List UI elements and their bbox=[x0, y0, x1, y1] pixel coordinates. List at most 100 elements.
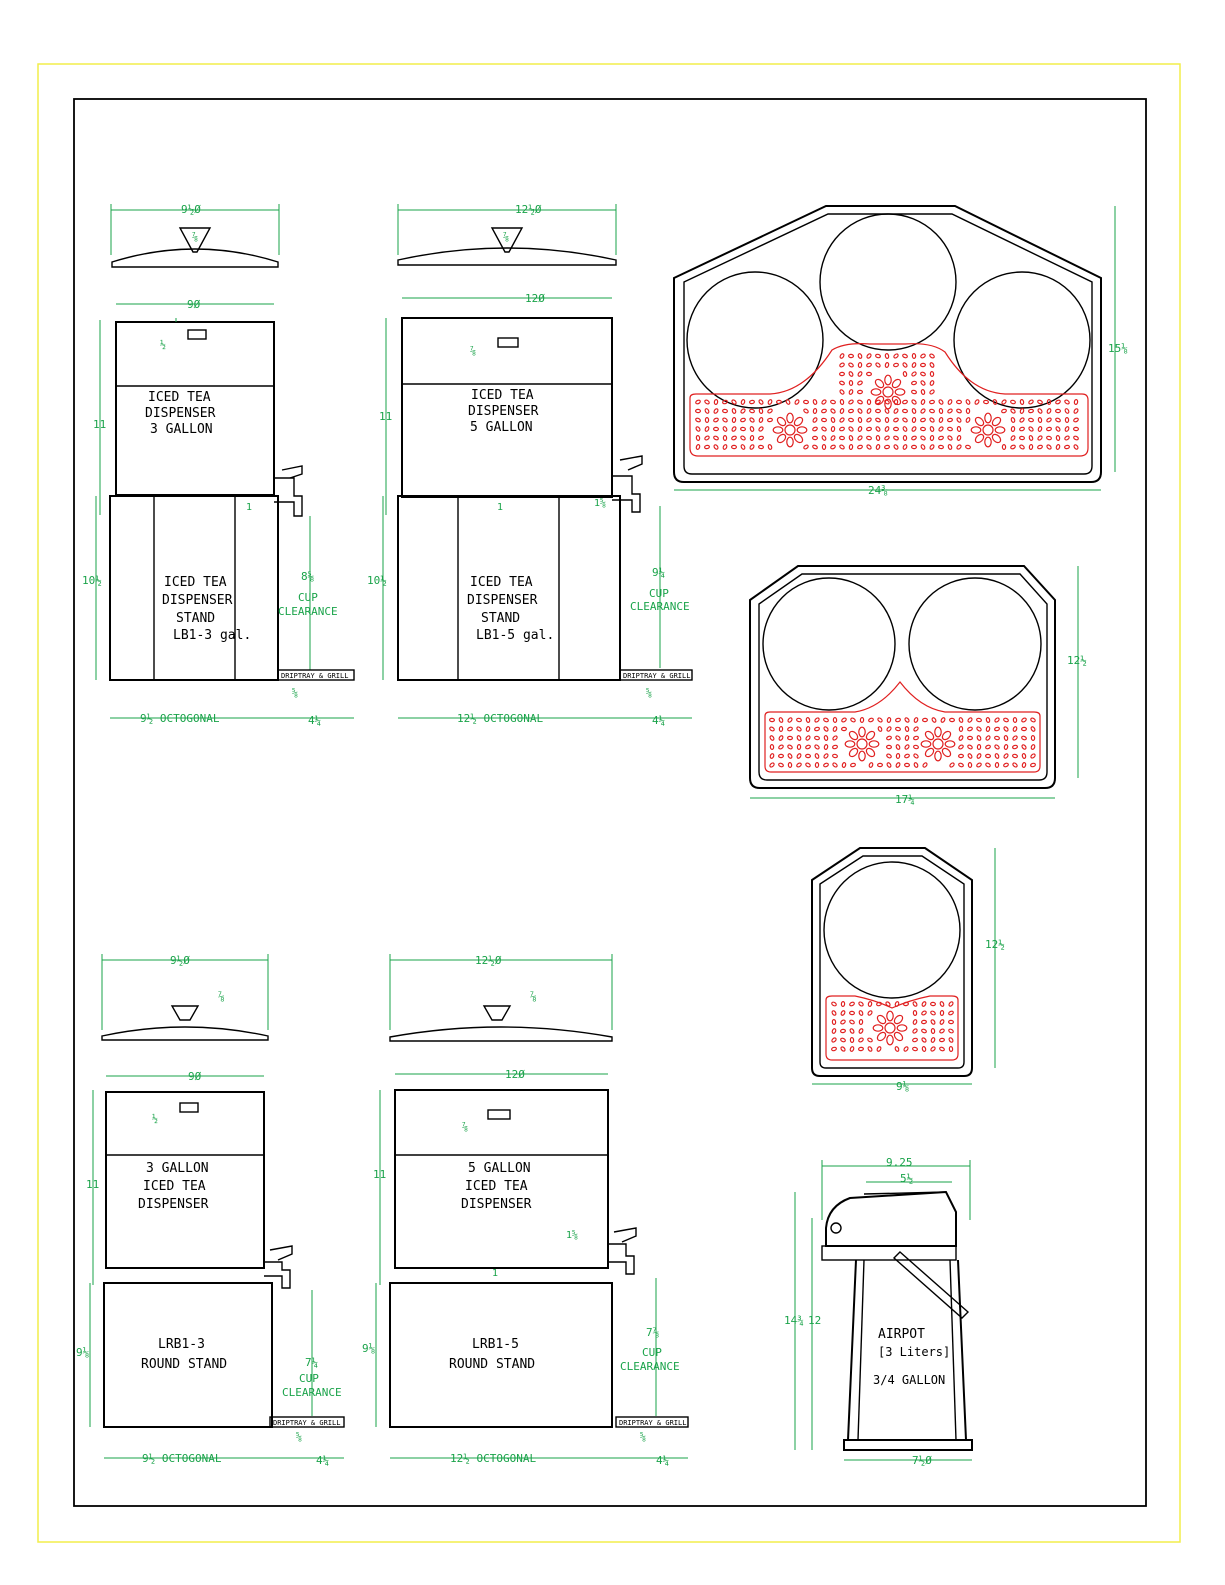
airpot-label-3: 3/4 GALLON bbox=[873, 1373, 945, 1387]
grill-hole bbox=[1046, 435, 1052, 441]
grill-hole bbox=[970, 426, 982, 434]
grill-hole bbox=[1012, 753, 1018, 759]
grill-hole bbox=[866, 362, 872, 368]
grill-hole bbox=[803, 444, 809, 450]
grill-hole bbox=[912, 1019, 918, 1025]
body-label-3: 5 GALLON bbox=[470, 420, 533, 435]
grill-hole bbox=[902, 426, 908, 432]
lid-knob-height: ⅞ bbox=[503, 231, 509, 243]
cup-clearance-value: 8⅝ bbox=[301, 570, 315, 583]
grill-hole bbox=[875, 426, 881, 432]
body-label-3: DISPENSER bbox=[138, 1197, 209, 1212]
grill-hole bbox=[749, 435, 755, 441]
body-label-1: ICED TEA bbox=[471, 388, 534, 403]
grill-hole bbox=[1028, 435, 1034, 441]
grill-hole bbox=[929, 435, 935, 441]
grill-hole bbox=[1037, 426, 1043, 432]
grill-hole bbox=[731, 444, 737, 450]
grill-hole bbox=[1037, 408, 1043, 414]
grill-hole bbox=[1055, 408, 1061, 414]
stand-label-1: LRB1-5 bbox=[472, 1337, 519, 1352]
airpot-label-1: AIRPOT bbox=[878, 1327, 925, 1342]
grill-hole bbox=[858, 726, 866, 738]
grill-hole bbox=[831, 1037, 837, 1043]
grill-hole bbox=[1010, 426, 1016, 432]
grill-hole bbox=[848, 730, 859, 741]
grill-hole bbox=[805, 744, 811, 750]
stand-height: 9⅛ bbox=[76, 1346, 90, 1359]
grill-hole bbox=[920, 740, 932, 748]
grill-hole bbox=[778, 753, 784, 759]
grill-hole bbox=[1064, 435, 1070, 441]
grill-hole bbox=[778, 717, 784, 723]
dispenser-height: 11 bbox=[373, 1168, 386, 1181]
grill-hole bbox=[832, 753, 838, 759]
grill-hole bbox=[832, 726, 838, 732]
dispenser-5gal-octagonal: 12½Ø ⅞ 12Ø ⅞ ICED TEA DISPENSER 5 GALLON… bbox=[367, 203, 693, 727]
grill-hole bbox=[1012, 762, 1018, 768]
driptray-height: ⅝ bbox=[296, 1431, 302, 1443]
grill-hole bbox=[976, 717, 982, 723]
grill-hole bbox=[731, 426, 737, 432]
grill-hole bbox=[848, 444, 854, 450]
grill-hole bbox=[1073, 399, 1079, 405]
grill-hole bbox=[866, 353, 872, 359]
grill-hole bbox=[913, 717, 919, 723]
grill-hole bbox=[985, 753, 991, 759]
grill-hole bbox=[704, 399, 710, 405]
tray2-width: 17¼ bbox=[895, 793, 915, 806]
grill-hole bbox=[956, 399, 962, 405]
tray3-width: 24⅜ bbox=[868, 484, 888, 497]
grill-hole bbox=[947, 435, 953, 441]
driptray-label: DRIPTRAY & GRILL bbox=[281, 672, 348, 680]
grill-hole bbox=[793, 433, 804, 444]
grill-hole bbox=[874, 395, 885, 406]
grill-hole bbox=[796, 726, 802, 732]
grill-hole bbox=[902, 435, 908, 441]
grill-hole bbox=[949, 762, 955, 768]
grill-hole bbox=[948, 1019, 954, 1025]
grill-hole bbox=[840, 1037, 846, 1043]
grill-hole bbox=[857, 353, 863, 359]
grill-hole bbox=[870, 388, 882, 396]
base-width: 9½ OCTOGONAL bbox=[142, 1452, 222, 1465]
grill-hole bbox=[939, 1046, 945, 1052]
grill-hole bbox=[911, 426, 917, 432]
grill-hole bbox=[875, 417, 881, 423]
grill-hole bbox=[965, 444, 971, 450]
grill-hole bbox=[958, 717, 964, 723]
grill-hole bbox=[769, 726, 775, 732]
grill-hole bbox=[874, 378, 885, 389]
grill-hole bbox=[1055, 399, 1061, 405]
airpot-label-2: [3 Liters] bbox=[878, 1345, 950, 1359]
spigot-offset: 1 bbox=[246, 502, 252, 513]
grill-hole bbox=[858, 1010, 864, 1016]
grill-rosette-center bbox=[882, 386, 894, 398]
grill-hole bbox=[704, 426, 710, 432]
grill-hole bbox=[805, 735, 811, 741]
grill-hole bbox=[832, 744, 838, 750]
grill-hole bbox=[912, 1046, 918, 1052]
grill-hole bbox=[958, 762, 964, 768]
grill-hole bbox=[844, 740, 856, 748]
grill-hole bbox=[965, 408, 971, 414]
grill-hole bbox=[821, 408, 827, 414]
grill-hole bbox=[749, 399, 755, 405]
grill-hole bbox=[886, 762, 892, 768]
grill-hole bbox=[832, 717, 838, 723]
grill-hole bbox=[894, 1046, 900, 1052]
grill-hole bbox=[940, 717, 946, 723]
grill-hole bbox=[787, 762, 793, 768]
grill-hole bbox=[814, 762, 820, 768]
grill-hole bbox=[1037, 399, 1043, 405]
dispenser-height: 11 bbox=[86, 1178, 99, 1191]
grill-hole bbox=[704, 417, 710, 423]
grill-hole bbox=[839, 399, 845, 405]
grill-hole bbox=[886, 753, 892, 759]
lid-knob-height: ⅞ bbox=[218, 990, 225, 1003]
grill-hole bbox=[713, 399, 719, 405]
grill-hole bbox=[814, 726, 820, 732]
grill-hole bbox=[884, 398, 892, 410]
grill-hole bbox=[939, 1037, 945, 1043]
tray1-height: 12½ bbox=[985, 938, 1005, 951]
